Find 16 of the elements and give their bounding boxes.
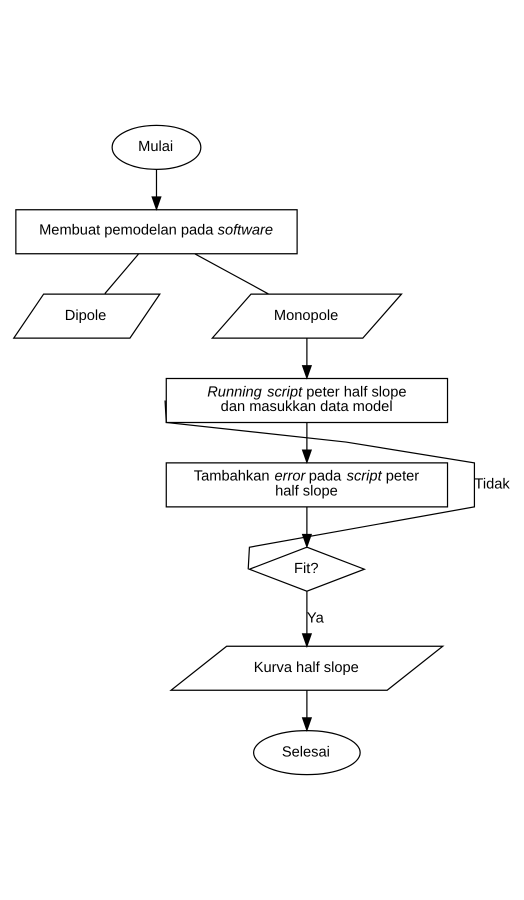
edge-label: Tidak <box>474 476 510 493</box>
node-diamond: Fit? <box>247 546 366 592</box>
edge-label: Ya <box>306 610 324 627</box>
node-ellipse: Selesai <box>252 730 360 776</box>
node-box: Running script peter half slope dan masukkan data model <box>165 378 448 424</box>
node-box: Tambahkan error pada script peter half slope <box>165 462 448 508</box>
connector <box>164 400 475 570</box>
node-box: Membuat pemodelan pada software <box>14 209 298 254</box>
arrow <box>301 338 312 380</box>
arrow <box>150 170 162 212</box>
arrow <box>301 422 312 464</box>
connector <box>194 253 268 295</box>
node-ellipse: Mulai <box>111 124 201 170</box>
arrow <box>301 591 312 648</box>
connector <box>104 254 138 294</box>
arrow <box>301 690 312 732</box>
